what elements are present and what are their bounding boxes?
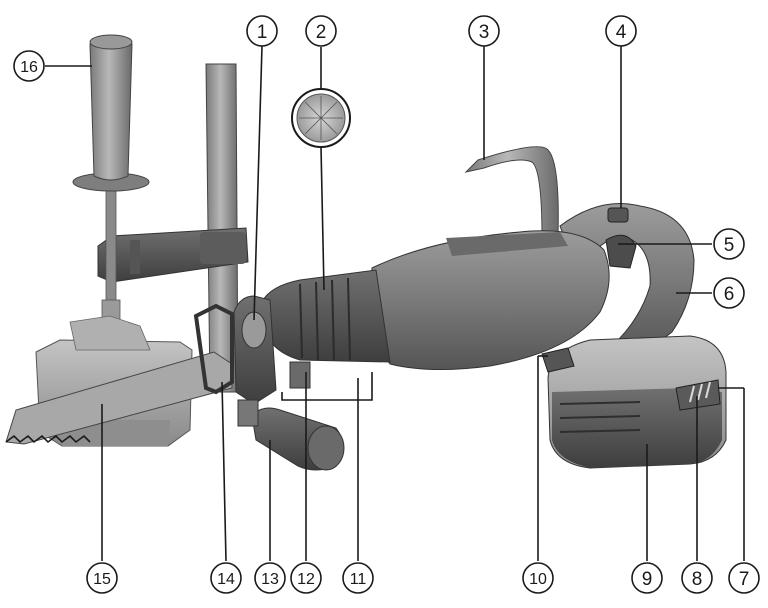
- callout-14: 14: [210, 562, 242, 594]
- callout-11: 11: [342, 562, 374, 594]
- callout-1: 1: [246, 15, 278, 47]
- callout-7: 7: [728, 562, 760, 594]
- callout-8: 8: [681, 562, 713, 594]
- callout-13: 13: [254, 562, 286, 594]
- blade-change-lever: [237, 399, 345, 471]
- callout-2-label: 2: [316, 22, 327, 43]
- callout-10: 10: [522, 562, 554, 594]
- motor-housing: [261, 203, 695, 371]
- callout-4-label: 4: [616, 22, 627, 43]
- callout-16-label: 16: [20, 59, 38, 76]
- callout-14-label: 14: [217, 571, 235, 588]
- callout-5: 5: [713, 228, 745, 260]
- callout-3: 3: [468, 15, 500, 47]
- battery-pack: [541, 335, 727, 469]
- callout-9-label: 9: [642, 569, 653, 590]
- callout-10-label: 10: [529, 571, 547, 588]
- callout-7-label: 7: [739, 569, 750, 590]
- callout-1-label: 1: [257, 22, 268, 43]
- grease-fitting-detail: [291, 88, 351, 148]
- callout-5-label: 5: [724, 235, 735, 256]
- callout-12: 12: [290, 562, 322, 594]
- t-handle: [72, 34, 150, 192]
- callout-8-label: 8: [692, 569, 703, 590]
- hanger-hook: [464, 146, 559, 239]
- callout-9: 9: [631, 562, 663, 594]
- leader-lines: [45, 45, 745, 562]
- callout-16: 16: [13, 50, 45, 82]
- callout-2: 2: [305, 15, 337, 47]
- callout-11-label: 11: [350, 571, 367, 588]
- callout-13-label: 13: [261, 571, 279, 588]
- callout-15-label: 15: [93, 571, 111, 588]
- callout-15: 15: [86, 562, 118, 594]
- callout-6-label: 6: [724, 284, 735, 305]
- callout-3-label: 3: [479, 22, 490, 43]
- callout-4: 4: [605, 15, 637, 47]
- callout-6: 6: [713, 277, 745, 309]
- callout-12-label: 12: [297, 571, 315, 588]
- shoe-and-blade-clamp: [193, 295, 311, 405]
